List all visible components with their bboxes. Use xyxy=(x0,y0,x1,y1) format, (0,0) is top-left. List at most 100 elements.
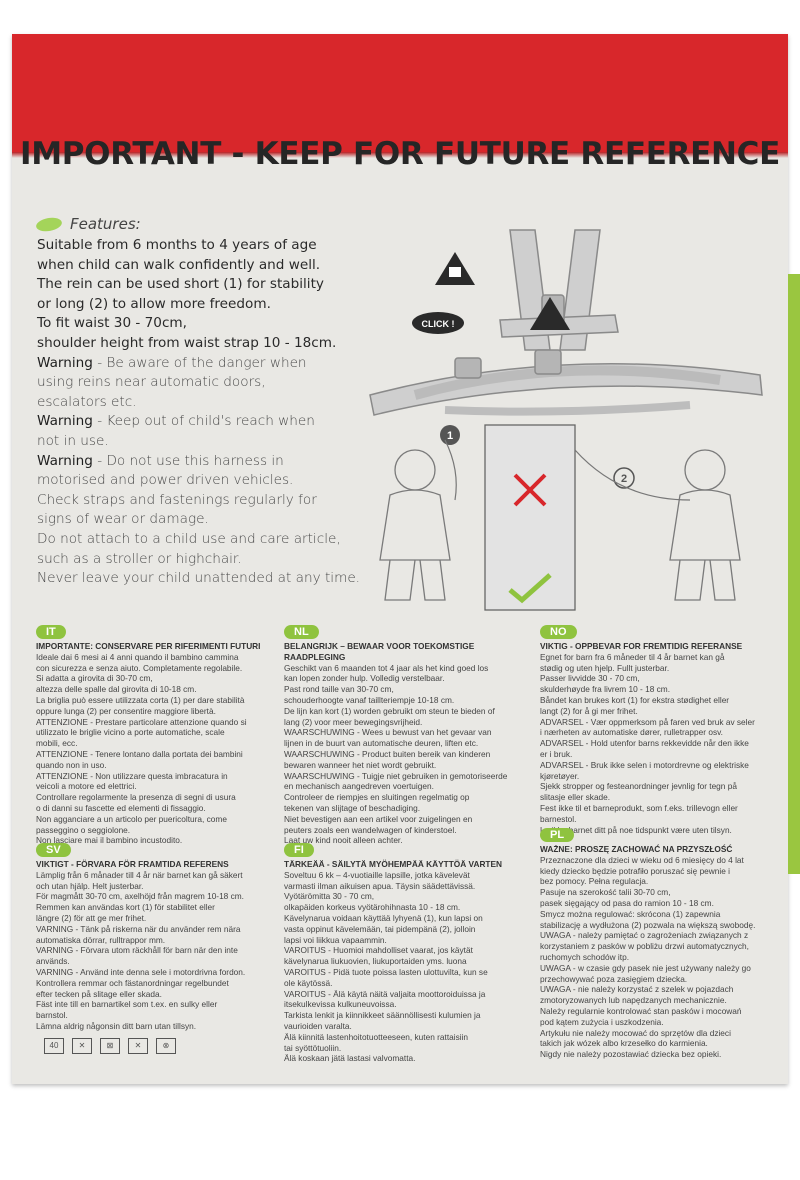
section-line: varmasti ilman aikuisen apua. Täysin sää… xyxy=(284,880,476,891)
lock-icon xyxy=(530,297,570,330)
section-line: VAROITUS - Älä käytä näitä valjaita moot… xyxy=(284,988,486,999)
section-line: ADVARSEL - Hold utenfor barns rekkevidde… xyxy=(540,738,749,749)
lang-section-sv: SV VIKTIGT - FÖRVARA FÖR FRAMTIDA REFERE… xyxy=(36,843,276,1032)
section-line: lang (2) voor meer bewegingsvrijheid. xyxy=(284,716,423,727)
section-line: Vyötärömitta 30 - 70 cm, xyxy=(284,891,375,902)
warning-line: signs of wear or damage. xyxy=(37,511,209,528)
warning-label: Warning xyxy=(37,452,93,469)
section-line: Kontrollera remmar och fästanordningar r… xyxy=(36,977,229,988)
section-line: Geschikt van 6 maanden tot 4 jaar als he… xyxy=(284,662,489,673)
lang-tag: PL xyxy=(540,828,575,842)
section-title: WAŻNE: PROSZĘ ZACHOWAĆ NA PRZYSZŁOŚĆ xyxy=(540,844,733,854)
warning-line: not in use. xyxy=(37,432,109,449)
section-line: Niet bevestigen aan een artikel voor zui… xyxy=(284,813,473,824)
number-badge-2: 2 xyxy=(613,467,635,489)
section-line: används. xyxy=(36,956,70,967)
warning-text: - Do not use this harness in xyxy=(92,452,284,469)
section-line: WAARSCHUWING - Product buiten bereik van… xyxy=(284,748,491,759)
packaging-back xyxy=(12,34,800,1084)
section-line: er i bruk. xyxy=(540,748,573,759)
section-line: längre (2) för att ge mer frihet. xyxy=(36,912,147,923)
click-label: CLICK ! xyxy=(422,319,455,329)
care-symbols: 40 ✕ ⊠ ✕ ⊗ xyxy=(44,1038,176,1054)
warning-line: Warning - Be aware of the danger when xyxy=(37,354,417,374)
section-line: przechowywać poza zasięgiem dziecka. xyxy=(540,973,688,984)
section-line: lapsi voi liikkua vapaammin. xyxy=(284,934,387,945)
lang-section-pl: PL WAŻNE: PROSZĘ ZACHOWAĆ NA PRZYSZŁOŚĆ … xyxy=(540,828,775,1060)
features-list: Suitable from 6 months to 4 years of age… xyxy=(37,236,417,589)
section-line: con sicurezza e senza aiuto. Completamen… xyxy=(36,662,243,673)
section-line: Remmen kan användas kort (1) för stabili… xyxy=(36,902,215,913)
inset-panel xyxy=(484,424,576,611)
section-line: kan lopen zonder hulp. Volledig verstelb… xyxy=(284,673,445,684)
section-line: Lämna aldrig någonsin ditt barn utan til… xyxy=(36,1020,197,1031)
section-line: stabilizację a wydłużona (2) pozwala na … xyxy=(540,919,756,930)
no-iron-icon: ✕ xyxy=(128,1038,148,1054)
feature-line: Suitable from 6 months to 4 years of age xyxy=(37,237,317,253)
warning-label: Warning xyxy=(37,354,93,371)
section-line: bewaren wanneer het niet wordt gebruikt. xyxy=(284,759,437,770)
features-heading-text: Features: xyxy=(70,215,141,233)
warning-line: escalators etc. xyxy=(37,393,137,410)
section-line: VAROITUS - Pidä tuote poissa lasten ulot… xyxy=(284,966,488,977)
section-title: TÄRKEÄÄ - SÄILYTÄ MYÖHEMPÄÄ KÄYTTÖÄ VART… xyxy=(284,859,503,869)
section-line: De lijn kan kort (1) worden gebruikt om … xyxy=(284,705,495,716)
no-tumble-dry-icon: ⊠ xyxy=(100,1038,120,1054)
section-title: VIKTIG - OPPBEVAR FOR FREMTIDIG REFERANS… xyxy=(540,641,743,651)
section-line: oppure lunga (2) per consentire maggiore… xyxy=(36,705,216,716)
section-line: VARNING - Förvara utom räckhåll för barn… xyxy=(36,945,238,956)
section-line: Controllare regolarmente la presenza di … xyxy=(36,792,236,803)
section-line: ATTENZIONE - Tenere lontano dalla portat… xyxy=(36,748,243,759)
lang-section-fi: FI TÄRKEÄÄ - SÄILYTÄ MYÖHEMPÄÄ KÄYTTÖÄ V… xyxy=(284,843,529,1064)
harness-illustration xyxy=(369,229,763,416)
section-line: korzystaniem z pasków w pobliżu drzwi au… xyxy=(540,941,749,952)
warning-text: - Keep out of child's reach when xyxy=(92,413,315,430)
section-line: Nigdy nie należy pozostawiać dziecka bez… xyxy=(540,1049,722,1060)
section-line: La ikke barnet ditt på noe tidspunkt vær… xyxy=(540,824,732,835)
lang-tag: NL xyxy=(284,625,319,639)
warning-line: Warning - Do not use this harness in xyxy=(37,452,417,472)
section-line: pod kątem zużycia i uszkodzenia. xyxy=(540,1016,664,1027)
lang-tag: NO xyxy=(540,625,577,639)
section-line: ADVARSEL - Vær oppmerksom på faren ved b… xyxy=(540,716,755,727)
section-line: mobili, ecc. xyxy=(36,738,78,749)
section-line: utilizzato le briglie vicino a porte aut… xyxy=(36,727,225,738)
section-line: UWAGA - w czasie gdy pasek nie jest używ… xyxy=(540,962,751,973)
lock-icon xyxy=(435,252,475,285)
section-line: Kävelynarua voidaan käyttää lyhyenä (1),… xyxy=(284,912,483,923)
section-line: langt (2) for å gi mer frihet. xyxy=(540,705,638,716)
svg-text:2: 2 xyxy=(621,473,627,485)
section-line: olkapäiden korkeus vyötärohihnasta 10 - … xyxy=(284,902,461,913)
section-line: kjøretøyer. xyxy=(540,770,580,781)
section-line: ATTENZIONE - Non utilizzare questa imbra… xyxy=(36,770,228,781)
section-line: Älä kiinnitä lastenhoitotuotteeseen, kut… xyxy=(284,1031,469,1042)
section-line: skulderhøyde fra livrem 10 - 18 cm. xyxy=(540,684,671,695)
warning-line: Do not attach to a child use and care ar… xyxy=(37,530,341,547)
page-title: IMPORTANT - KEEP FOR FUTURE REFERENCE xyxy=(19,136,780,172)
feature-line: The rein can be used short (1) for stabi… xyxy=(37,276,324,293)
section-line: Non lasciare mai il bambino incustodito. xyxy=(36,835,183,846)
section-line: För magmått 30-70 cm, axelhöjd från magr… xyxy=(36,891,244,902)
section-line: Smycz można regulować: skrócona (1) zape… xyxy=(540,908,721,919)
section-line: Laat uw kind nooit alleen achter. xyxy=(284,835,403,846)
section-line: automatiska dörrar, rulltrappor mm. xyxy=(36,934,166,945)
section-line: veicoli a motore ed elettrici. xyxy=(36,781,137,792)
section-line: ole käytössä. xyxy=(284,977,333,988)
lang-section-it: IT IMPORTANTE: CONSERVARE PER RIFERIMENT… xyxy=(36,625,276,846)
warning-line: using reins near automatic doors, xyxy=(37,374,266,391)
section-line: och utan hjälp. Helt justerbar. xyxy=(36,880,144,891)
red-header-band xyxy=(12,34,788,158)
section-line: Ideale dai 6 mesi ai 4 anni quando il ba… xyxy=(36,651,239,662)
section-line: ADVARSEL - Bruk ikke selen i motordrevne… xyxy=(540,759,749,770)
section-line: barnstol. xyxy=(36,1010,68,1021)
section-line: Båndet kan brukes kort (1) for ekstra st… xyxy=(540,694,730,705)
section-line: kiedy dziecko będzie potrafiło poruszać … xyxy=(540,865,731,876)
section-line: barnestol. xyxy=(540,813,577,824)
section-line: quando non in uso. xyxy=(36,759,107,770)
section-line: Passer livvidde 30 - 70 cm, xyxy=(540,673,640,684)
section-line: UWAGA - nie należy korzystać z szelek w … xyxy=(540,984,734,995)
section-line: vaurioiden varalta. xyxy=(284,1020,352,1031)
section-line: peuters zoals een wandelwagen of kinders… xyxy=(284,824,457,835)
section-line: VAROITUS - Huomioi mahdolliset vaarat, j… xyxy=(284,945,473,956)
lang-tag: FI xyxy=(284,843,314,857)
